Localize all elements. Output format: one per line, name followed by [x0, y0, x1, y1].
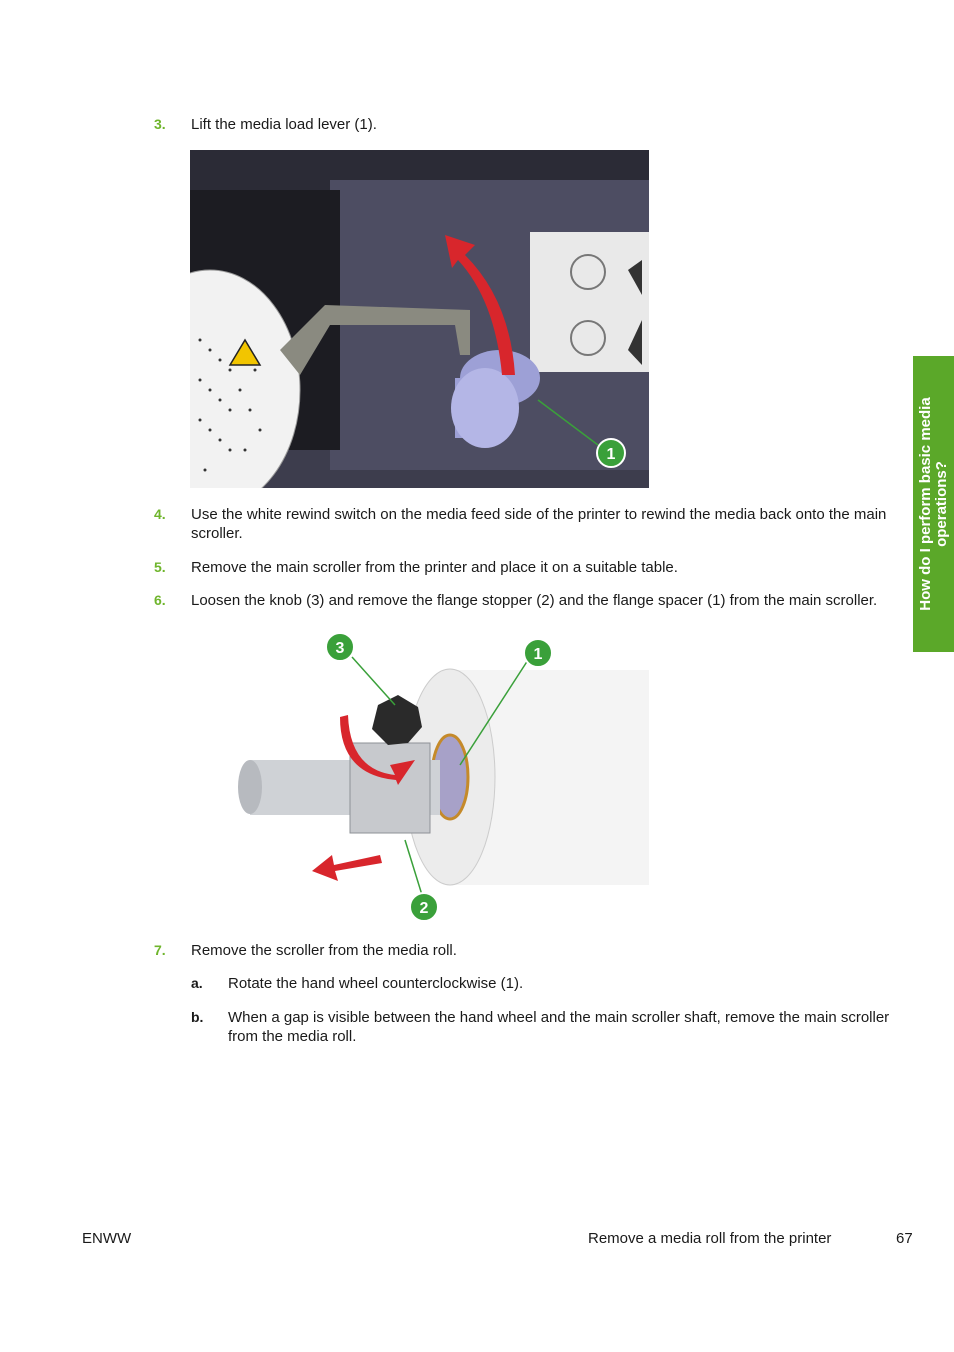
step-3-text: Lift the media load lever (1). [191, 116, 377, 133]
step-4-text: Use the white rewind switch on the media… [191, 506, 887, 542]
step-4-number: 4. [154, 506, 166, 522]
rotation-arrow [340, 715, 415, 785]
callout-1-label: 1 [607, 446, 616, 463]
callout-2-label: 2 [420, 900, 429, 917]
hazard-icon [228, 338, 262, 366]
step-7a-text: Rotate the hand wheel counterclockwise (… [228, 975, 524, 992]
perforated-roll [190, 269, 301, 488]
step-7b-letter: b. [191, 1009, 204, 1025]
figure-scroller-flange: 3 1 2 [200, 625, 649, 925]
lift-arrow [445, 235, 515, 375]
step-6-text: Loosen the knob (3) and remove the flang… [191, 592, 878, 609]
flange-knob [372, 695, 422, 745]
step-7-number: 7. [154, 942, 166, 958]
chapter-side-tab: How do I perform basic media operations? [913, 356, 954, 652]
callout-1-label: 1 [534, 646, 543, 663]
callout-3-label: 3 [336, 640, 345, 657]
step-3-number: 3. [154, 116, 166, 132]
lever-knob [451, 350, 540, 448]
pull-arrow [312, 855, 382, 881]
footer-section-title: Remove a media roll from the printer [588, 1230, 832, 1247]
scroller-shaft [238, 742, 440, 834]
figure-media-load-lever: 1 [190, 150, 649, 488]
step-7b-text: When a gap is visible between the hand w… [228, 1009, 890, 1045]
step-7-text: Remove the scroller from the media roll. [191, 942, 457, 959]
step-6-number: 6. [154, 592, 166, 608]
footer-left: ENWW [82, 1230, 132, 1247]
page-number: 67 [896, 1230, 913, 1247]
lever-arm [280, 305, 470, 375]
step-7a-letter: a. [191, 975, 203, 991]
step-5-number: 5. [154, 559, 166, 575]
step-5-text: Remove the main scroller from the printe… [191, 559, 678, 576]
warning-label-plate [530, 232, 649, 372]
chapter-side-tab-label: How do I perform basic media operations? [916, 397, 950, 611]
